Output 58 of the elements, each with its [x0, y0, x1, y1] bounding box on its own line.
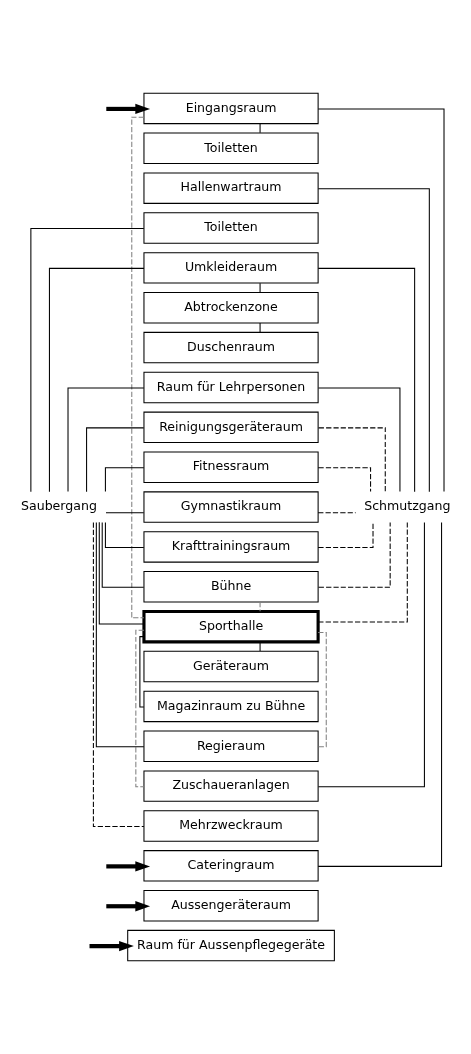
connector — [318, 427, 386, 493]
connector — [139, 636, 145, 708]
connector — [317, 188, 430, 493]
connector — [317, 267, 416, 493]
node-box: Duschenraum — [143, 331, 319, 364]
connector — [259, 282, 261, 293]
node-box: Cateringraum — [143, 850, 319, 882]
node-box: Geräteraum — [143, 650, 319, 683]
connector — [67, 387, 145, 493]
connector — [104, 522, 145, 548]
connector — [317, 108, 445, 492]
connector — [317, 387, 401, 493]
connector — [101, 522, 145, 588]
node-box: Gymnastikraum — [143, 491, 319, 523]
connector — [259, 601, 261, 612]
arrow — [106, 861, 151, 872]
connector — [259, 123, 261, 134]
node-box: Mehrzweckraum — [143, 810, 319, 842]
connector — [317, 512, 357, 514]
node-box: Umkleideraum — [143, 252, 319, 284]
node-box: Regieraum — [143, 730, 319, 762]
node-box: Sporthalle — [142, 609, 320, 644]
connector — [259, 322, 261, 333]
node-box: Reinigungsgeräteraum — [143, 411, 319, 444]
connector — [30, 228, 145, 493]
node-box: Aussengeräteraum — [143, 890, 319, 922]
connector — [105, 512, 145, 514]
connector — [95, 521, 145, 748]
node-text: Schmutzgang — [364, 498, 451, 514]
node-box: Raum für Lehrpersonen — [143, 371, 319, 404]
node-box: Krafttrainingsraum — [143, 531, 319, 563]
node-box: Toiletten — [143, 132, 319, 164]
connector — [317, 521, 425, 788]
node-box: Fitnessraum — [143, 451, 319, 483]
connector — [259, 641, 261, 652]
arrow — [106, 901, 151, 912]
node-box: Raum für Aussenpflegegeräte — [127, 929, 335, 962]
connector — [48, 267, 145, 493]
node-box: Bühne — [143, 571, 319, 603]
connector — [317, 522, 374, 548]
node-box: Hallenwartraum — [143, 172, 319, 204]
connector — [98, 521, 145, 625]
node-box: Abtrockenzone — [143, 292, 319, 324]
connector — [317, 522, 443, 867]
node-text: Saubergang — [20, 498, 97, 514]
arrow — [89, 940, 134, 952]
node-box: Eingangsraum — [143, 92, 319, 125]
node-box: Magazinraum zu Bühne — [143, 690, 319, 723]
connector — [318, 522, 391, 588]
connector — [104, 467, 145, 493]
connector — [317, 522, 408, 623]
arrow — [106, 103, 151, 115]
node-box: Toiletten — [143, 212, 319, 244]
node-box: Zuschaueranlagen — [143, 770, 319, 802]
connector — [92, 521, 145, 828]
connector — [131, 116, 145, 619]
connector — [86, 427, 145, 493]
connector — [317, 467, 372, 493]
